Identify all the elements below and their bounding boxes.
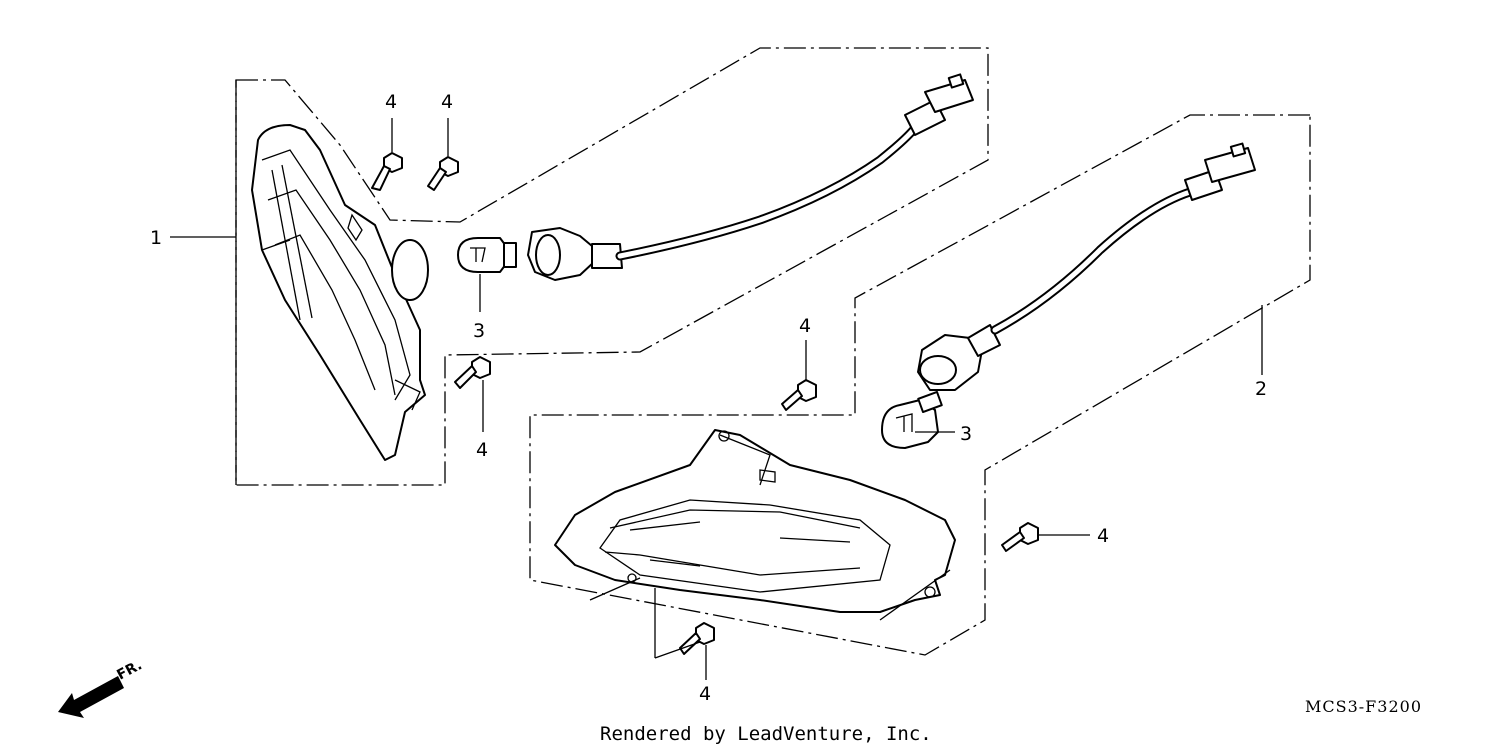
assembly-boundary-right [529,114,1311,656]
leader-lines [170,118,1263,680]
assembly-boundary-left [235,47,989,486]
screw-top-a[interactable] [371,152,403,191]
left-lamp-housing[interactable] [251,124,429,461]
callout-screw-left-mid: 4 [476,439,488,461]
screw-bottom[interactable] [679,622,715,655]
callout-screw-right-side: 4 [1097,525,1109,547]
front-direction-arrow-icon [58,676,124,718]
screw-right-side[interactable] [1001,522,1039,552]
screw-right-top[interactable] [781,379,817,411]
callout-screw-top-a: 4 [385,91,397,113]
callout-screw-bottom: 4 [699,683,711,705]
callout-bulb-right: 3 [960,423,972,445]
callout-bulb-left: 3 [473,320,485,342]
callout-left-lamp: 1 [150,227,162,249]
screw-top-b[interactable] [427,156,459,191]
credit-text: Rendered by LeadVenture, Inc. [600,723,932,745]
screw-left-mid[interactable] [454,356,491,389]
bulb-left[interactable] [457,237,517,273]
bulb-right[interactable] [881,391,943,449]
callout-screw-right-top: 4 [799,315,811,337]
diagram-code: MCS3-F3200 [1305,697,1422,716]
right-lamp-housing[interactable] [554,429,956,613]
callout-right-lamp: 2 [1255,378,1267,400]
callout-screw-top-b: 4 [441,91,453,113]
right-wire-harness[interactable] [917,142,1256,391]
left-wire-harness[interactable] [527,73,974,281]
front-direction-label: FR. [114,657,144,683]
